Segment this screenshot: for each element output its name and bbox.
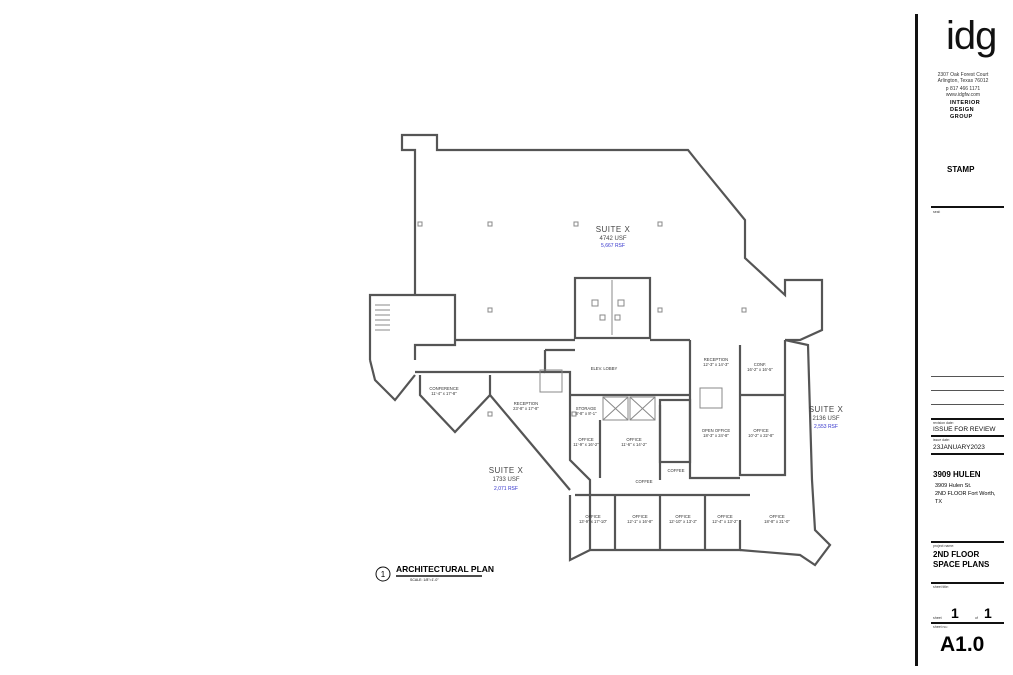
room-dimensions: 23'-8" x 17'-8" [513,406,539,411]
title-block: idg 2307 Oak Forest Court Arlington, Tex… [915,14,1008,666]
project-name-caption: project name: [933,544,955,548]
room-dimensions: 11'-9" x 16'-2" [573,442,599,447]
sheet-caption: sheet [933,616,942,620]
room-name: STORAGE [576,406,597,411]
idg-logo: idg [946,14,997,58]
plan-number: 1 [381,570,386,579]
room-dimensions: 11'-4" x 17'-8" [431,391,457,396]
room-dimensions: 18'-3" x 24'-8" [703,433,729,438]
suite-name: SUITE X [809,405,844,414]
room-dimensions: 16'-2" x 16'-5" [747,367,773,372]
room-name: COFFEE [636,479,653,484]
room-name: ELEV. LOBBY [591,366,618,371]
suite-rsf: 2,553 RSF [814,424,838,430]
project-address: 3909 Hulen St.2ND FLOOR Fort Worth,TX [935,483,996,505]
issue-caption: issue date: [933,438,950,442]
room-name: OFFICE [675,514,691,519]
room-name: OFFICE [769,514,785,519]
room-dimensions: 13'-9" x 17'-10" [579,519,608,524]
suite-usf: 2136 USF [812,416,839,422]
sheet-total: 1 [984,605,992,621]
suite-usf: 4742 USF [599,236,626,242]
room-name: OFFICE [632,514,648,519]
seal-caption: seal: [933,210,941,214]
room-name: OPEN OFFICE [702,428,731,433]
room-name: CONFERENCE [429,386,459,391]
plan-number-bubble [375,566,391,582]
room-dimensions: 18'-8" x 21'-0" [764,519,790,524]
room-name: OFFICE [753,428,769,433]
top-suite-wall [400,133,824,342]
revision-value: ISSUE FOR REVIEW [933,426,996,433]
room-dimensions: 12'-4" x 13'-2" [712,519,738,524]
project-title: 3909 HULEN [933,470,981,479]
room-name: OFFICE [585,514,601,519]
room-name: OFFICE [578,437,594,442]
room-dimensions: 8'-8" x 8'-1" [575,411,597,416]
firm-web: www.idgfw.com [945,92,981,98]
room-name: OFFICE [626,437,642,442]
plan-scale: SCALE: 1/8"=1'-0" [410,578,439,582]
suite-rsf: 2,071 RSF [494,486,518,492]
stamp-label: STAMP [947,165,975,174]
sheet-title-caption: sheet title: [933,585,949,589]
floor-plan: SUITE X 4742 USF 5,667 RSF SUITE X 1733 … [368,133,844,582]
room-dimensions: 11'-6" x 14'-2" [621,442,647,447]
suite-rsf: 5,667 RSF [601,243,625,249]
room-name: COFFEE [668,468,685,473]
sheet-no: A1.0 [940,633,985,656]
revision-caption: revision date: [933,421,954,425]
room-name: OFFICE [717,514,733,519]
issue-date: 23JANUARY2023 [933,444,985,451]
suite-name: SUITE X [596,225,631,234]
room-name: RECEPTION [514,401,538,406]
of-caption: of [975,616,978,620]
firm-phone: p 817 466 1171 [945,86,981,92]
room-name: RECEPTION [704,357,728,362]
room-dimensions: 12'-3" x 14'-3" [703,362,729,367]
conference-room [418,375,492,434]
firm-address: 2307 Oak Forest Court [937,72,989,78]
sheet-no-caption: sheet no.: [933,625,949,629]
restroom-core [573,276,652,340]
columns [417,221,747,417]
stair-left [368,293,457,360]
room-dimensions: 12'-1" x 16'-8" [627,519,653,524]
room-dimensions: 10'-2" x 22'-8" [748,433,774,438]
suite-usf: 1733 USF [492,477,519,483]
firm-city: Arlington, Texas 76012 [937,78,989,84]
room-name: CONF. [754,362,767,367]
stair-center [658,398,692,464]
suite-name: SUITE X [489,466,524,475]
sheet-number: 1 [951,605,959,621]
plan-title: ARCHITECTURAL PLAN [396,564,494,574]
room-dimensions: 12'-10" x 13'-2" [669,519,698,524]
